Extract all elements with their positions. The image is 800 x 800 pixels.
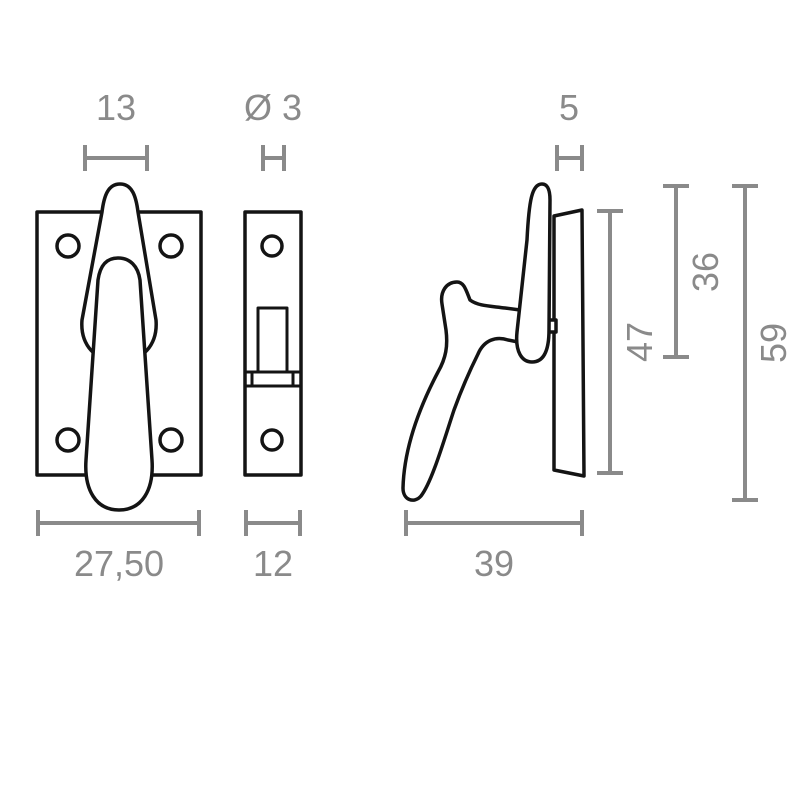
screw-hole-bottom-right: [158, 427, 184, 453]
dimension-label: 13: [96, 87, 136, 128]
front-view: [35, 182, 203, 512]
screw-hole-top-left: [55, 233, 81, 259]
screw-hole-top-right: [158, 233, 184, 259]
dimension-plate-width: 27,50: [36, 510, 201, 584]
dimension-keeper-width: 12: [244, 510, 302, 584]
keeper-slot: [256, 306, 289, 372]
dimension-label: 5: [559, 87, 579, 128]
dimension-label: 36: [685, 252, 726, 292]
dimension-side-top-width: 5: [555, 87, 584, 171]
dimension-side-height-inner: 36: [663, 184, 726, 359]
dimension-label: Ø 3: [244, 87, 302, 128]
side-handle-lever: [401, 280, 522, 502]
side-view: [401, 182, 586, 502]
dimension-label: 39: [474, 543, 514, 584]
dimension-label: 27,50: [74, 543, 164, 584]
dimension-side-height-plate: 47: [597, 209, 660, 475]
dimension-label: 47: [619, 322, 660, 362]
dimension-side-height-total: 59: [732, 184, 794, 502]
dimension-side-depth: 39: [404, 510, 584, 584]
dimension-pin-diameter: Ø 3: [244, 87, 302, 171]
keeper-hole-bottom: [260, 428, 284, 452]
side-latch-body: [514, 182, 552, 364]
front-lever-handle: [84, 256, 154, 512]
dimension-label: 12: [253, 543, 293, 584]
keeper-hole-top: [260, 234, 284, 258]
dimension-label: 59: [753, 323, 794, 363]
keeper-view: [243, 210, 303, 477]
screw-hole-bottom-left: [55, 427, 81, 453]
dimension-front-handle-width: 13: [83, 87, 149, 171]
side-base-plate: [552, 208, 586, 478]
